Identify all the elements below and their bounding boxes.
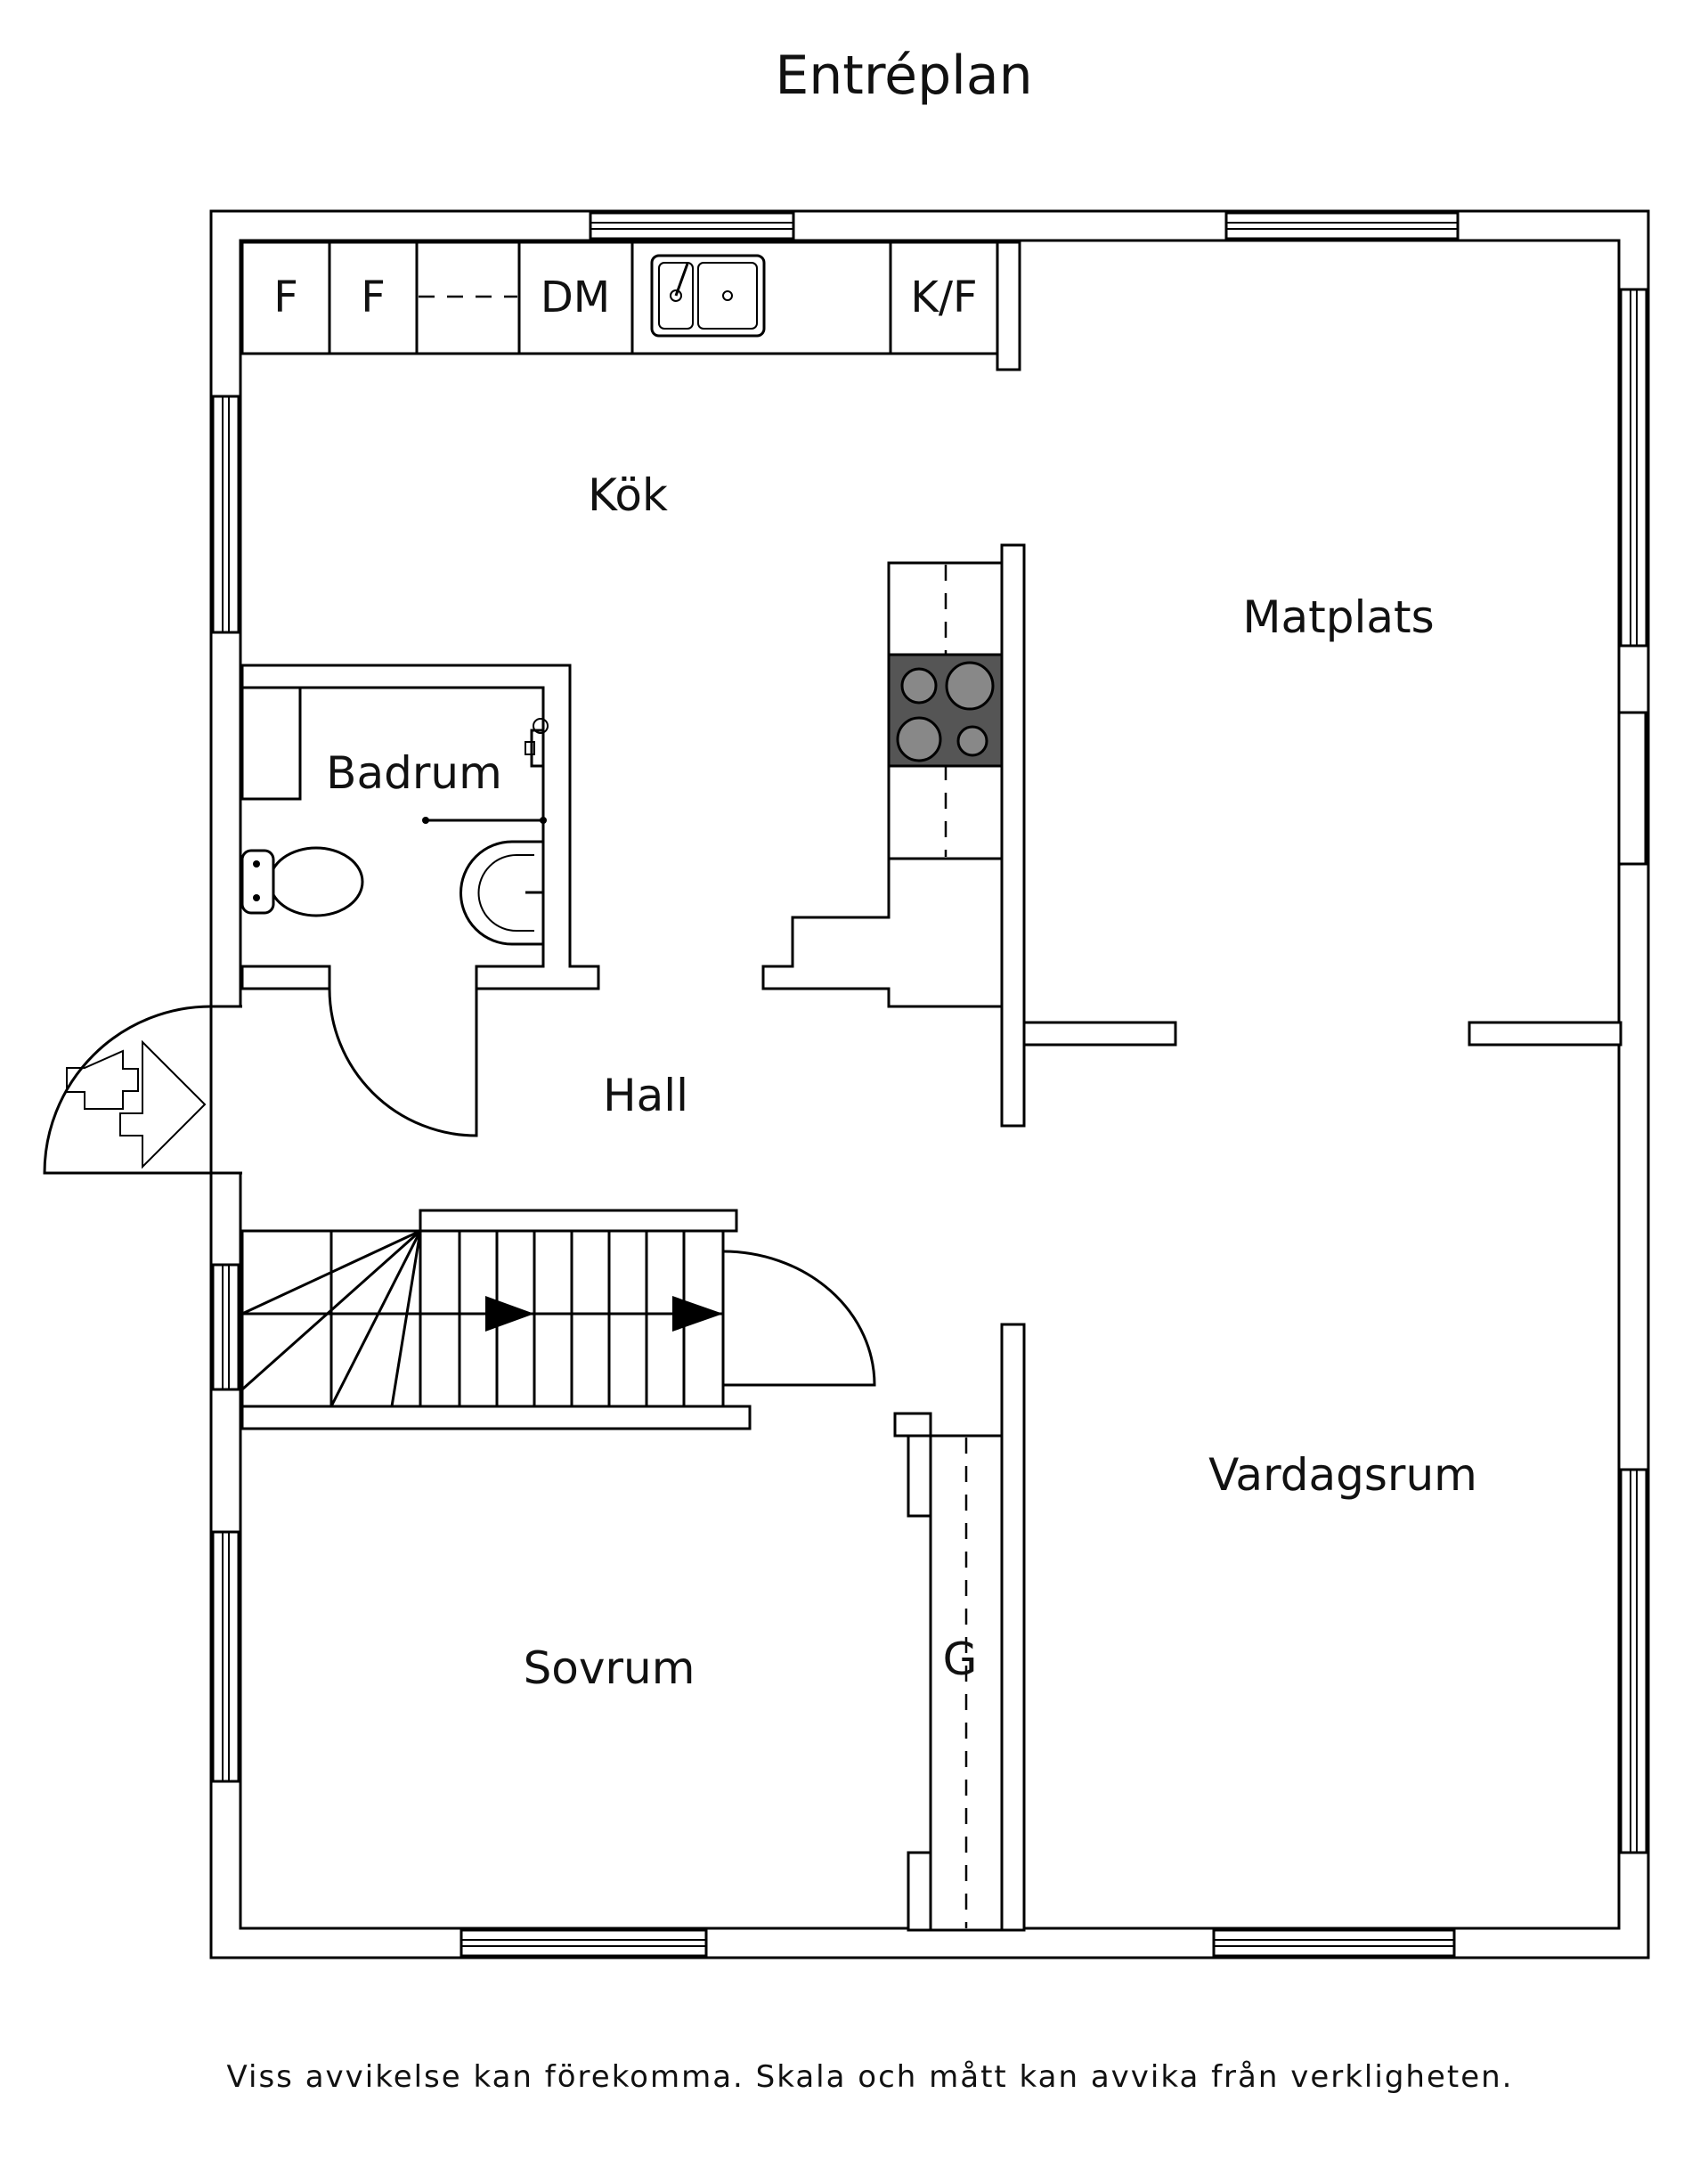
stair-arrow-icon-1 <box>485 1296 534 1332</box>
room-label-dining: Matplats <box>1242 591 1434 643</box>
interior-walls <box>1000 711 1647 1932</box>
room-label-living: Vardagsrum <box>1208 1449 1477 1501</box>
stove-icon <box>887 653 1004 768</box>
bathroom <box>240 664 600 1137</box>
washbasin-icon <box>460 840 545 946</box>
entrance-door <box>43 1005 242 1175</box>
room-label-hall: Hall <box>603 1070 688 1121</box>
stair-arrow-icon-2 <box>672 1296 723 1332</box>
wardrobe-label: G <box>943 1633 978 1685</box>
shower-head-icon <box>525 718 549 768</box>
fridge-label-1: F <box>273 273 298 322</box>
kitchen-counter: F F DM K/F <box>240 240 999 355</box>
disclaimer-note: Viss avvikelse kan förekomma. Skala och … <box>227 2059 1514 2095</box>
kitchen-island <box>761 543 1026 1128</box>
room-label-bedroom: Sovrum <box>524 1642 695 1694</box>
dishwasher-label: DM <box>541 273 610 322</box>
staircase <box>240 1209 876 1430</box>
bedroom-walls <box>893 1412 1004 1932</box>
plan-title: Entréplan <box>775 45 1032 107</box>
fridge-label-2: F <box>361 273 386 322</box>
entrance-arrow-icon <box>66 1049 139 1110</box>
room-label-kitchen: Kök <box>588 469 668 521</box>
kitchen-sink-icon <box>650 254 766 338</box>
room-label-bathroom: Badrum <box>326 747 502 799</box>
windows <box>211 211 1648 1958</box>
fridge-freezer-label: K/F <box>910 273 977 322</box>
toilet-icon <box>240 846 364 917</box>
